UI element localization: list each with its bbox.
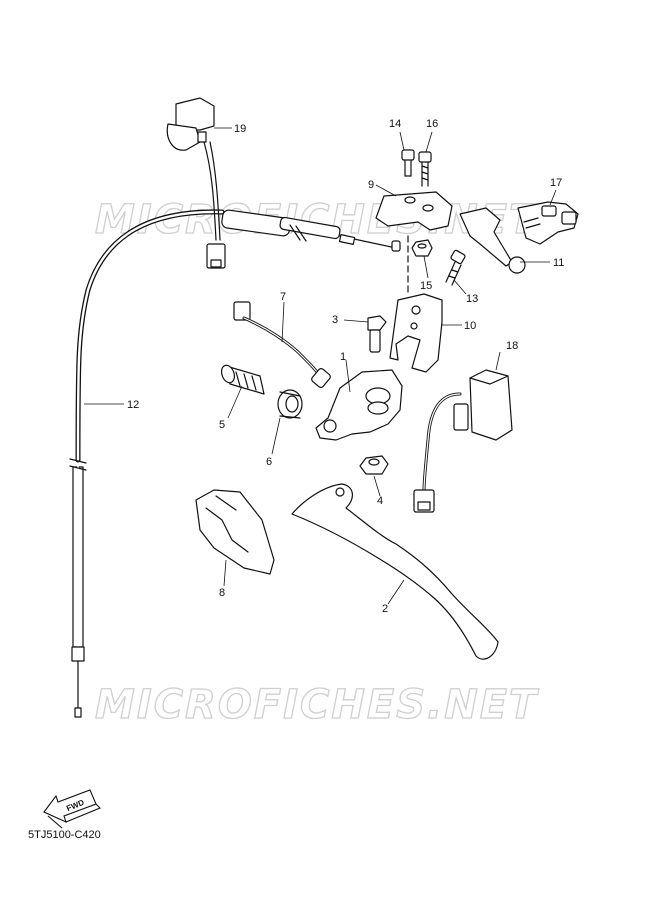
part-3-pivot-bolt bbox=[368, 316, 386, 352]
callout-1: 1 bbox=[340, 351, 346, 363]
part-11-hot-start-lever bbox=[460, 208, 525, 273]
cable-adjuster bbox=[221, 209, 400, 251]
callout-8: 8 bbox=[219, 587, 225, 599]
part-7-clutch-switch bbox=[234, 302, 332, 389]
part-18-start-switch bbox=[414, 370, 512, 512]
part-6-adjuster-nut bbox=[278, 390, 302, 418]
callout-13: 13 bbox=[466, 293, 478, 305]
part-17-lever-bracket bbox=[518, 202, 578, 244]
callout-6: 6 bbox=[266, 456, 272, 468]
callout-11: 11 bbox=[553, 257, 564, 269]
part-5-adjuster-bolt bbox=[219, 363, 264, 394]
part-15-nut bbox=[412, 240, 432, 256]
callout-12: 12 bbox=[127, 399, 139, 411]
callout-labels: 19 14 16 9 17 11 15 13 10 3 7 1 18 12 5 … bbox=[127, 118, 564, 615]
callout-17: 17 bbox=[550, 177, 562, 189]
fwd-arrow-icon: FWD bbox=[43, 789, 101, 829]
part-16-bolt bbox=[419, 152, 431, 186]
part-8-lever-cover bbox=[196, 490, 274, 574]
part-14-bolt bbox=[402, 150, 414, 176]
callout-19: 19 bbox=[234, 123, 246, 135]
callout-5: 5 bbox=[219, 419, 225, 431]
part-4-nut bbox=[360, 456, 388, 474]
part-12-clutch-cable bbox=[70, 212, 222, 717]
callout-4: 4 bbox=[377, 495, 383, 507]
part-1-lever-bracket bbox=[316, 370, 402, 440]
callout-15: 15 bbox=[420, 280, 432, 292]
callout-2: 2 bbox=[382, 603, 388, 615]
callout-14: 14 bbox=[389, 118, 401, 130]
callout-18: 18 bbox=[506, 340, 518, 352]
leader-lines bbox=[84, 127, 557, 605]
watermark-bottom: MICROFICHES.NET bbox=[95, 682, 539, 728]
diagram-code: 5TJ5100-C420 bbox=[28, 829, 101, 841]
part-19-switch-unit bbox=[167, 98, 225, 268]
callout-16: 16 bbox=[426, 118, 438, 130]
part-2-clutch-lever bbox=[292, 484, 498, 659]
callout-7: 7 bbox=[280, 291, 286, 303]
part-10-lever-holder bbox=[390, 294, 442, 372]
callout-10: 10 bbox=[464, 320, 476, 332]
callout-3: 3 bbox=[332, 314, 338, 326]
part-13-bolt bbox=[446, 250, 466, 285]
callout-9: 9 bbox=[368, 179, 374, 191]
part-9-holder-clamp bbox=[376, 192, 452, 230]
